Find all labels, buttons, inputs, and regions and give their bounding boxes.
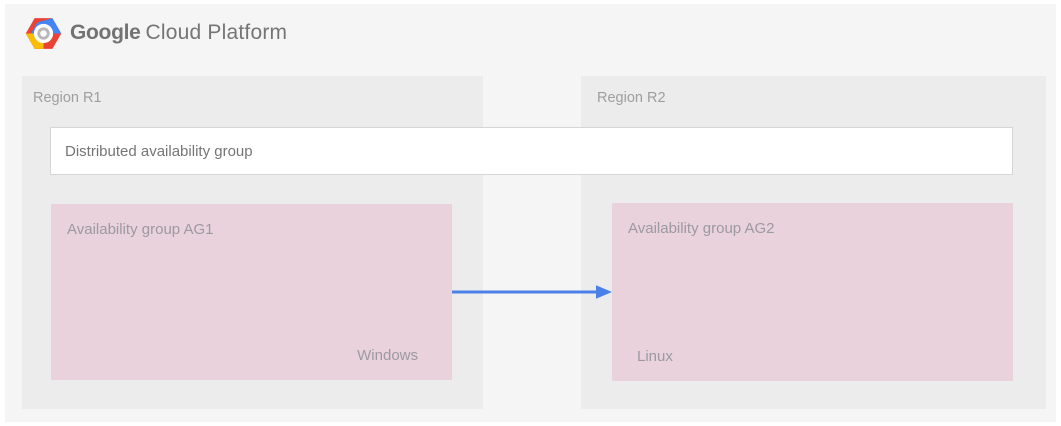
availability-group-ag1-label: Availability group AG1 <box>67 221 214 238</box>
distributed-availability-group-label: Distributed availability group <box>65 142 253 160</box>
gcp-hexagon-icon <box>25 17 62 49</box>
distributed-availability-group-box: Distributed availability group <box>50 127 1013 175</box>
logo-product-text: Cloud Platform <box>145 21 288 44</box>
replication-arrow-icon <box>452 285 612 299</box>
region-r2-label: Region R2 <box>597 90 666 106</box>
availability-group-ag2-box: Availability group AG2 Linux <box>612 203 1013 381</box>
ag2-os-label-linux: Linux <box>637 348 673 365</box>
availability-group-ag2-label: Availability group AG2 <box>628 220 775 237</box>
logo-brand-text: Google <box>70 21 141 44</box>
availability-group-ag1-box: Availability group AG1 Windows <box>51 204 452 380</box>
ag1-os-label-windows: Windows <box>357 347 418 364</box>
region-r1-label: Region R1 <box>33 90 102 106</box>
